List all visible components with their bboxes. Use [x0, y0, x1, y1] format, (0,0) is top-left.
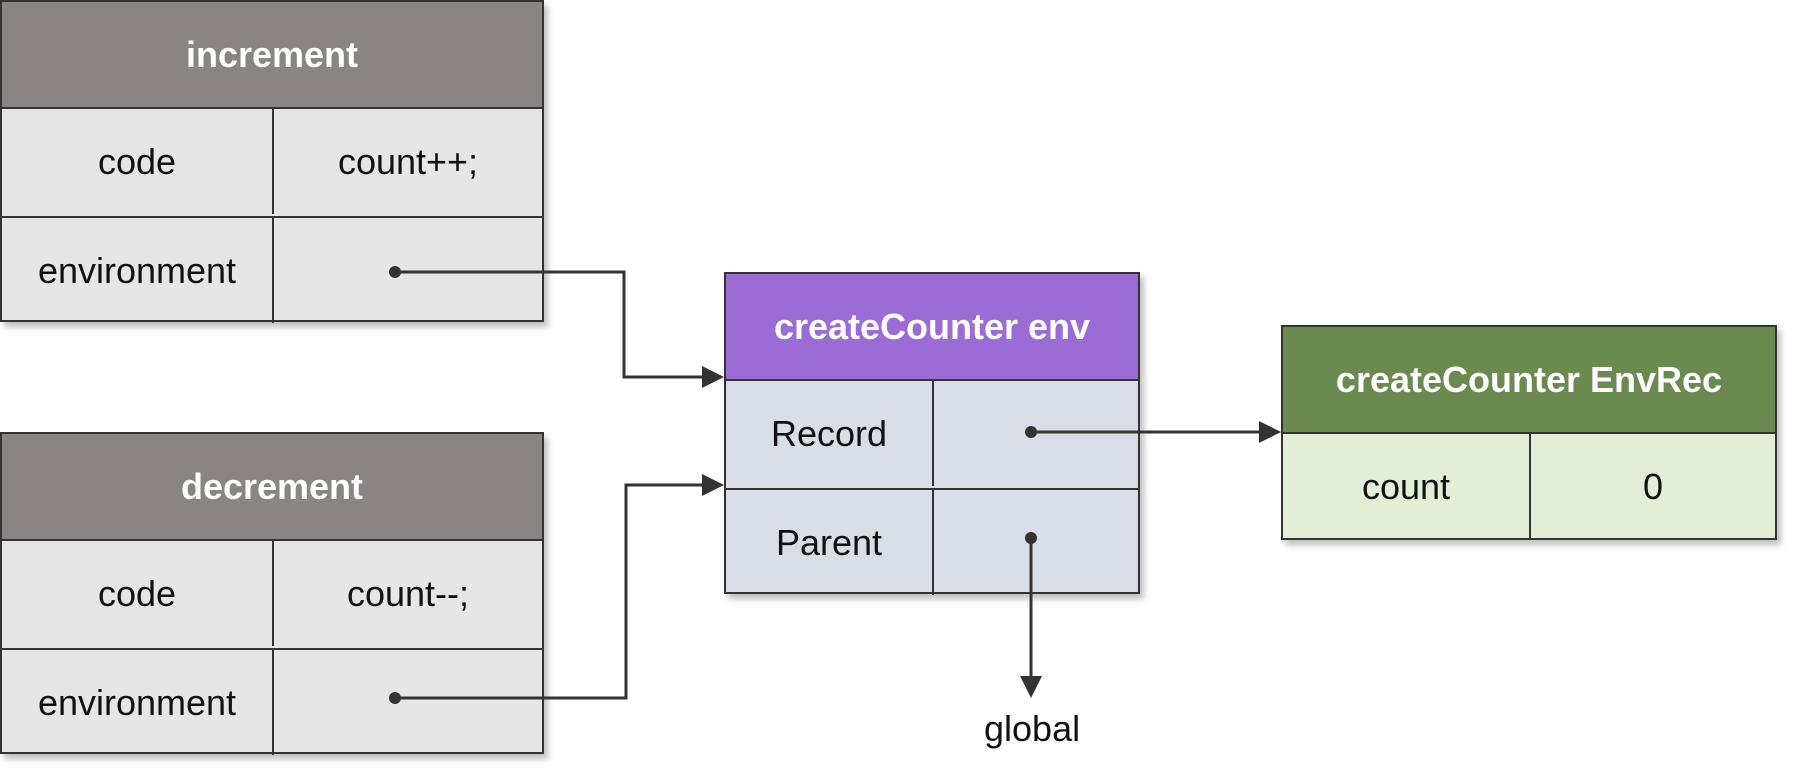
decrement-env-arrowhead [702, 474, 724, 496]
record-pointer [1025, 421, 1281, 443]
decrement-code-value: count--; [346, 572, 470, 614]
increment-env-pointer [389, 266, 724, 388]
increment-environment-key: environment [2, 218, 274, 323]
decrement-code-row: code count--; [2, 541, 542, 646]
env-record-key: Record [726, 381, 934, 486]
decrement-header: decrement [2, 434, 542, 541]
parent-arrowhead [1020, 676, 1042, 698]
env-header: createCounter env [726, 274, 1138, 381]
record-arrowhead [1259, 421, 1281, 443]
decrement-box: decrement code count--; environment [0, 432, 544, 755]
envrec-count-row: count 0 [1283, 434, 1775, 539]
increment-env-arrowhead [702, 366, 724, 388]
envrec-count-value: 0 [1642, 465, 1664, 507]
increment-environment-row: environment [2, 216, 542, 323]
env-parent-key: Parent [726, 490, 934, 595]
increment-env-line [395, 270, 702, 379]
decrement-environment-key: environment [2, 650, 274, 755]
envrec-header: createCounter EnvRec [1283, 327, 1775, 434]
envrec-count-key: count [1283, 434, 1531, 539]
increment-code-row: code count++; [2, 109, 542, 214]
decrement-environment-row: environment [2, 648, 542, 755]
decrement-code-key: code [2, 541, 274, 646]
increment-code-value: count++; [337, 140, 479, 182]
parent-pointer [1020, 532, 1042, 698]
decrement-env-pointer [389, 474, 724, 704]
decrement-env-line [395, 483, 702, 700]
global-label: global [984, 708, 1081, 749]
increment-header: increment [2, 2, 542, 109]
env-parent-row: Parent [726, 488, 1138, 595]
increment-code-key: code [2, 109, 274, 214]
env-record-row: Record [726, 381, 1138, 486]
increment-box: increment code count++; environment [0, 0, 544, 323]
envrec-box: createCounter EnvRec count 0 [1281, 325, 1777, 540]
